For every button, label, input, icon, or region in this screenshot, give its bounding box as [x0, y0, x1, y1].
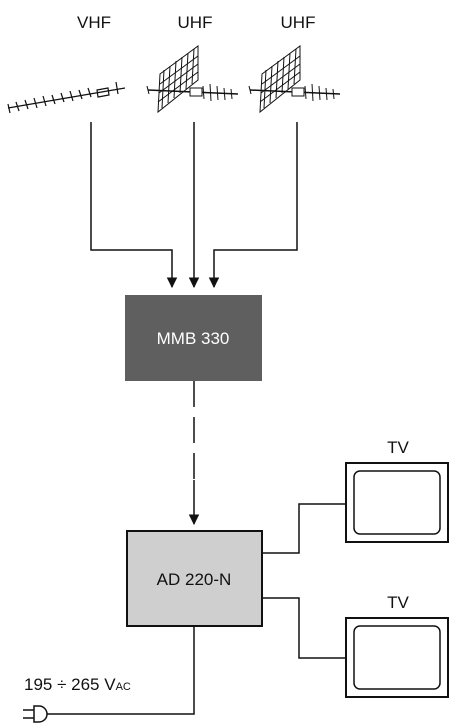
power-voltage-label: 195 ÷ 265 VAC: [24, 675, 131, 694]
vhf-antenna-icon: [7, 81, 126, 114]
antenna-feed-lines: [90, 122, 298, 289]
tv-icon-bottom: [345, 617, 449, 698]
tv-label-bottom: TV: [387, 593, 409, 612]
power-voltage-main: 195 ÷ 265 V: [24, 675, 116, 694]
power-plug-icon: [23, 705, 48, 723]
ad-220-n-label: AD 220-N: [157, 570, 232, 589]
power-voltage-sub: AC: [116, 681, 131, 693]
uhf-label-1: UHF: [178, 13, 213, 32]
vhf-label: VHF: [77, 13, 111, 32]
tv-label-top: TV: [387, 438, 409, 457]
power-cable: [46, 626, 195, 715]
uhf-antenna-icon-2: [248, 45, 341, 114]
uhf-label-2: UHF: [281, 13, 316, 32]
uhf-antenna-icon-1: [146, 45, 239, 114]
ad-220-n-box: [126, 530, 263, 627]
mmb-330-box: [125, 295, 262, 381]
tv-icon-top: [345, 462, 449, 543]
tv-output-lines: [262, 503, 345, 659]
mmb-330-label: MMB 330: [157, 329, 230, 348]
